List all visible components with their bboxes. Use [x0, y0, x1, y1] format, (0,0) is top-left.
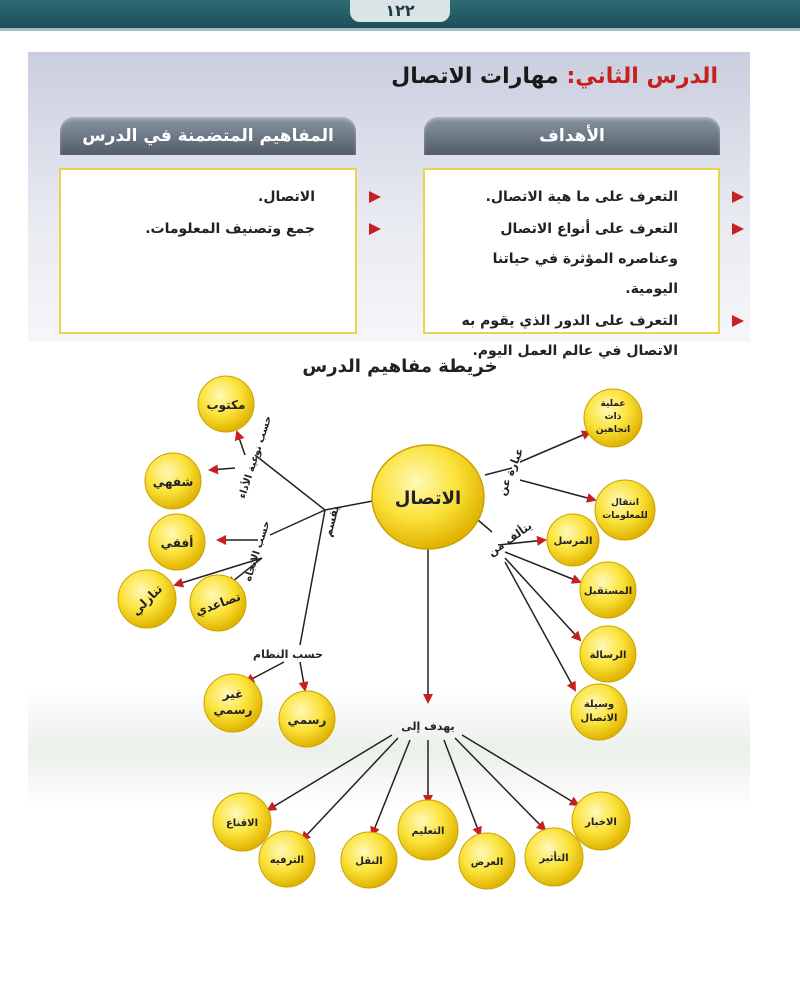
connector — [477, 519, 493, 533]
node-label: الاخبار — [584, 817, 617, 828]
node-label: رسمي — [214, 703, 253, 717]
node-oral: شفهي — [144, 452, 202, 510]
connector — [254, 454, 326, 511]
connector — [299, 509, 326, 646]
node-label: ذات — [605, 412, 622, 422]
node-medium: وسيلة الاتصال — [570, 683, 628, 741]
node-label: رسمي — [288, 713, 327, 727]
node-education: التعليم — [397, 799, 459, 861]
node-label: اتجاهين — [596, 425, 630, 435]
connector — [504, 561, 576, 691]
lesson-label: الدرس الثاني: — [566, 64, 718, 89]
connector — [461, 734, 579, 806]
objective-item: التعرف على أنواع الاتصال وعناصره المؤثرة… — [439, 214, 744, 304]
node-label: للمعلومات — [602, 511, 647, 521]
node-label: الاتصال — [581, 713, 618, 724]
connector — [504, 551, 581, 583]
node-label: التأثير — [538, 851, 568, 864]
node-transfer: انتقال للمعلومات — [594, 479, 656, 541]
lesson-name: مهارات الاتصال — [391, 64, 559, 89]
page-number: ١٢٢ — [350, 0, 450, 22]
node-label: العرض — [471, 857, 504, 868]
connector — [245, 661, 285, 683]
node-label: عملية — [601, 399, 626, 409]
node-informal: غير رسمي — [203, 673, 263, 733]
node-label: مكتوب — [207, 398, 246, 413]
node-presentation: العرض — [458, 832, 516, 890]
connector — [209, 467, 236, 471]
connector — [174, 557, 263, 586]
objective-item: التعرف على ما هية الاتصال. — [439, 182, 744, 212]
node-sender: المرسل — [546, 513, 600, 567]
connector — [519, 431, 591, 463]
connector — [301, 737, 399, 841]
branch-label-consists: يتألف من — [485, 518, 534, 558]
node-influence: التأثير — [524, 827, 584, 887]
node-label: المستقبل — [584, 586, 632, 597]
center-node-label: الاتصال — [395, 488, 461, 509]
node-formal: رسمي — [278, 690, 336, 748]
node-ascending: تصاعدي — [189, 574, 247, 632]
node-message: الرسالة — [579, 625, 637, 683]
node-label: النقل — [355, 856, 382, 867]
connector — [484, 467, 513, 476]
concepts-tab: المفاهيم المتضمنة في الدرس — [60, 117, 356, 155]
node-label: الاقناع — [226, 818, 258, 829]
connector — [519, 479, 596, 501]
node-transmission: النقل — [340, 831, 398, 889]
node-label: انتقال — [611, 498, 639, 508]
concept-map-title: خريطة مفاهيم الدرس — [302, 356, 498, 377]
objectives-box: التعرف على ما هية الاتصال. التعرف على أن… — [423, 168, 744, 359]
node-receiver: المستقبل — [579, 561, 637, 619]
background-wash — [28, 690, 750, 810]
branch-label-aims: يهدف إلى — [401, 720, 454, 733]
node-label: أفقي — [161, 535, 194, 550]
objectives-tab: الأهداف — [424, 117, 720, 155]
connector — [371, 739, 411, 836]
objective-item: التعرف على الدور الذي يقوم به الاتصال في… — [439, 306, 744, 366]
connector — [299, 661, 306, 691]
center-node: الاتصال — [371, 444, 485, 550]
connector — [236, 431, 246, 456]
concept-item: الاتصال. — [75, 182, 381, 212]
node-horizontal: أفقي — [148, 513, 206, 571]
node-written: مكتوب — [197, 375, 255, 433]
node-label: المرسل — [554, 536, 593, 547]
connector — [324, 499, 379, 511]
connector — [267, 734, 393, 811]
node-label: الترفيه — [270, 855, 304, 866]
node-persuasion: الاقناع — [212, 792, 272, 852]
node-descending: تنازلي — [117, 569, 177, 629]
node-label: شفهي — [153, 475, 194, 489]
lesson-title: الدرس الثاني: مهارات الاتصال — [391, 64, 718, 89]
connector-lines — [174, 431, 596, 841]
node-informing: الاخبار — [571, 791, 631, 851]
node-label: غير — [222, 687, 244, 701]
concepts-box: الاتصال. جمع وتصنيف المعلومات. — [59, 168, 381, 334]
concept-item: جمع وتصنيف المعلومات. — [75, 214, 381, 244]
connector — [504, 557, 581, 641]
top-bar-line — [0, 28, 800, 31]
branch-label-by-direction: حسب الاتجاه — [243, 520, 273, 583]
branch-label-by-system: حسب النظام — [253, 648, 323, 661]
node-two-way: عملية ذات اتجاهين — [583, 388, 643, 448]
connector — [443, 739, 481, 836]
node-label: وسيلة — [584, 699, 614, 710]
node-label: الرسالة — [590, 650, 627, 661]
connector — [269, 509, 326, 536]
node-label: التعليم — [412, 826, 445, 837]
connector — [454, 737, 546, 831]
node-entertainment: الترفيه — [258, 830, 316, 888]
